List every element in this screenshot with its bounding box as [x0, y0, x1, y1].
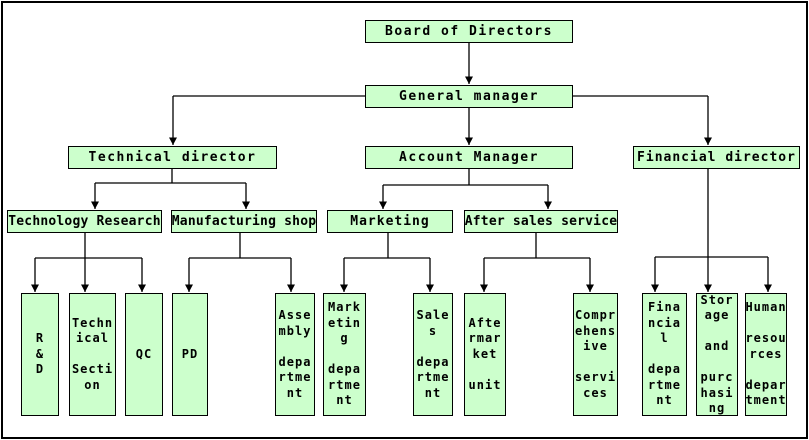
node-manufacturing-shop[interactable]: Manufacturing shop [171, 210, 317, 233]
node-label: Technology Research [8, 214, 161, 229]
node-label: PD [181, 346, 199, 361]
node-qc[interactable]: QC [125, 293, 163, 416]
node-label: Technical director [88, 150, 257, 165]
node-r-and-d[interactable]: R & D [21, 293, 59, 416]
node-label: Human resou rces depar tment [745, 300, 787, 408]
node-label: R & D [35, 331, 45, 377]
node-technical-section[interactable]: Techn ical Secti on [69, 293, 116, 416]
node-marketing[interactable]: Marketing [327, 210, 453, 233]
node-board-of-directors[interactable]: Board of Directors [365, 20, 573, 43]
node-label: Sale s depa rtme nt [416, 308, 450, 400]
node-technology-research[interactable]: Technology Research [7, 210, 162, 233]
node-label: Financial director [637, 150, 796, 165]
node-technical-director[interactable]: Technical director [68, 146, 277, 169]
node-label: Asse mbly depa rtme nt [278, 308, 312, 400]
node-marketing-department[interactable]: Mark etin g depa rtme nt [323, 293, 366, 416]
node-label: Manufacturing shop [171, 214, 317, 229]
node-label: General manager [399, 89, 539, 104]
node-label: Fina ncia l depa rtme nt [648, 300, 681, 408]
node-human-resources-department[interactable]: Human resou rces depar tment [745, 293, 787, 416]
node-label: Compr ehens ive servi ces [574, 308, 617, 400]
node-assembly-department[interactable]: Asse mbly depa rtme nt [275, 293, 315, 416]
node-comprehensive-services[interactable]: Compr ehens ive servi ces [573, 293, 618, 416]
node-label: After sales service [464, 214, 618, 229]
node-label: Mark etin g depa rtme nt [328, 300, 361, 408]
node-financial-department[interactable]: Fina ncia l depa rtme nt [642, 293, 687, 416]
node-pd[interactable]: PD [172, 293, 208, 416]
node-general-manager[interactable]: General manager [365, 85, 573, 108]
node-label: Board of Directors [385, 24, 553, 39]
node-label: Stor age and purc hasi ng [700, 292, 734, 416]
node-aftermarket-unit[interactable]: Afte rmar ket unit [464, 293, 506, 416]
node-label: Marketing [350, 214, 430, 229]
node-after-sales-service[interactable]: After sales service [464, 210, 618, 233]
node-financial-director[interactable]: Financial director [633, 146, 800, 169]
node-account-manager[interactable]: Account Manager [365, 146, 573, 169]
node-label: Account Manager [399, 150, 539, 165]
node-label: QC [135, 346, 153, 361]
node-label: Afte rmar ket unit [468, 315, 502, 392]
node-storage-and-purchasing[interactable]: Stor age and purc hasi ng [696, 293, 738, 416]
node-label: Techn ical Secti on [71, 315, 114, 392]
node-sales-department[interactable]: Sale s depa rtme nt [413, 293, 453, 416]
